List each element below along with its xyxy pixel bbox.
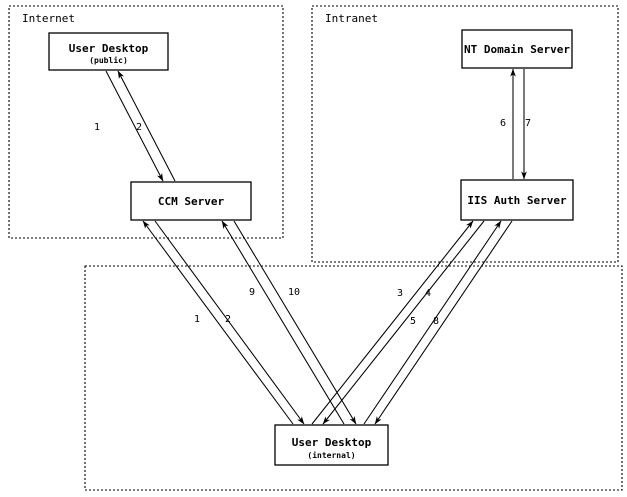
zone-intranet-label: Intranet	[325, 12, 378, 25]
node-ccm-server-title: CCM Server	[158, 195, 225, 208]
node-user-desktop-public[interactable]: User Desktop (public)	[48, 32, 169, 71]
node-user-desktop-internal[interactable]: User Desktop (internal)	[274, 424, 389, 466]
zone-internet: Internet	[8, 5, 284, 239]
node-user-desktop-internal-box[interactable]	[274, 424, 389, 466]
edge-label-7: 7	[525, 118, 531, 129]
zone-intranet-border	[311, 5, 619, 263]
edge-label-1-internal: 1	[194, 314, 200, 325]
edge-group-internal-iis	[311, 220, 513, 425]
node-iis-auth-server[interactable]: IIS Auth Server	[460, 179, 574, 221]
node-ccm-server[interactable]: CCM Server	[130, 181, 252, 221]
edge-9-line	[221, 220, 345, 425]
node-ccm-server-box[interactable]	[130, 181, 252, 221]
zone-internet-label: Internet	[22, 12, 75, 25]
edge-group-iis-nt	[510, 68, 527, 180]
node-user-desktop-public-subtitle: (public)	[89, 55, 128, 65]
node-user-desktop-public-title: User Desktop	[69, 42, 149, 55]
edge-label-6: 6	[500, 118, 506, 129]
node-user-desktop-public-box[interactable]	[48, 32, 169, 71]
node-user-desktop-internal-title: User Desktop	[292, 436, 372, 449]
edge-5-line	[363, 220, 502, 425]
edge-label-5: 5	[410, 316, 416, 327]
edge-8-line	[374, 220, 513, 425]
zone-internet-border	[8, 5, 284, 239]
edge-label-9: 9	[249, 287, 255, 298]
edge-2-public-line	[117, 70, 176, 182]
node-nt-domain-server[interactable]: NT Domain Server	[461, 29, 573, 69]
node-nt-domain-server-title: NT Domain Server	[464, 43, 570, 56]
edge-label-4: 4	[425, 288, 431, 299]
edge-2-internal-line	[154, 220, 305, 425]
edge-10-line	[233, 220, 357, 425]
edge-3-line	[311, 220, 474, 425]
node-user-desktop-internal-subtitle: (internal)	[307, 450, 355, 460]
zone-intranet: Intranet	[311, 5, 619, 263]
edge-label-2-internal: 2	[225, 314, 231, 325]
node-iis-auth-server-box[interactable]	[460, 179, 574, 221]
edge-label-10: 10	[288, 287, 300, 298]
node-nt-domain-server-box[interactable]	[461, 29, 573, 69]
edge-labels: 1 2 6 7 1 2 9 10 3 4 5 8	[94, 118, 531, 327]
node-iis-auth-server-title: IIS Auth Server	[467, 194, 567, 207]
edge-group-internal-ccm	[142, 220, 357, 425]
edge-4-line	[322, 220, 485, 425]
zone-internal	[84, 265, 623, 491]
edge-label-3: 3	[397, 288, 403, 299]
edge-label-8: 8	[433, 316, 439, 327]
edge-label-2-public: 2	[136, 122, 142, 133]
edge-1-public-line	[105, 70, 164, 182]
edge-label-1-public: 1	[94, 122, 100, 133]
edge-1-internal-line	[142, 220, 294, 425]
zone-internal-border	[84, 265, 623, 491]
edge-group-public-ccm	[105, 70, 176, 182]
